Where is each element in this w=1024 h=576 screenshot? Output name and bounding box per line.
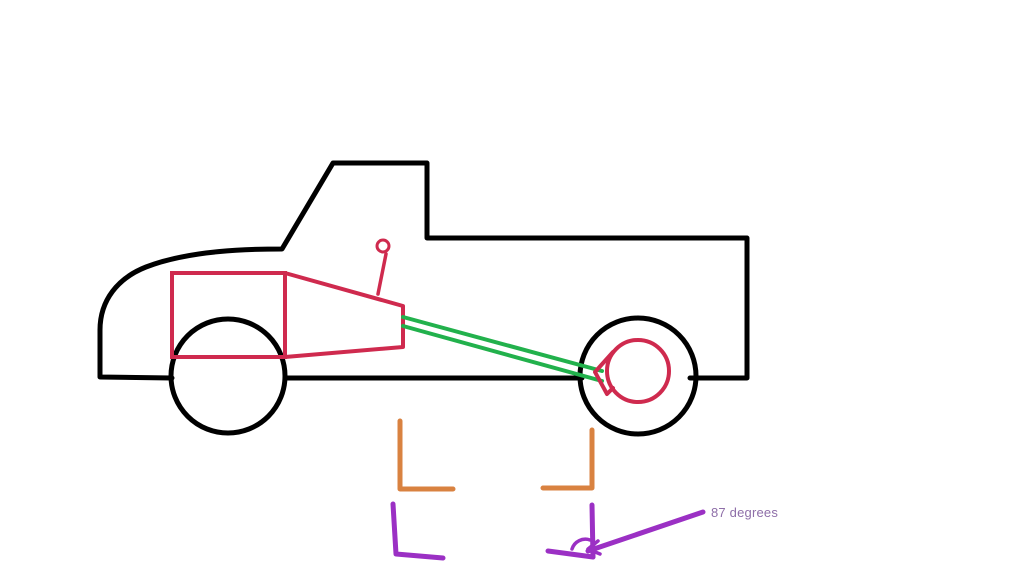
dimension-marker-left — [397, 418, 456, 492]
angle-measurement-label: 87 degrees — [711, 505, 779, 520]
suspension-frame-rectangle — [170, 271, 287, 359]
drive-link-rod-lower — [401, 324, 604, 383]
pickup-truck-body — [97, 160, 750, 381]
angle-arc — [570, 537, 592, 551]
suspension-control-arm — [283, 271, 405, 359]
angle-arrow-head — [586, 539, 602, 556]
angle-reference-horizontal — [545, 548, 596, 560]
angle-marker-left — [390, 501, 446, 561]
angle-measured-ray — [585, 509, 706, 554]
shock-absorber-stick — [376, 252, 388, 296]
dimension-marker-right — [540, 427, 595, 491]
drive-link-rod-upper — [401, 315, 604, 373]
shock-absorber-eye-circle — [375, 238, 391, 254]
rear-hub-circle — [605, 338, 671, 404]
rear-hub-wedge-arrow — [593, 350, 615, 396]
front-wheel — [168, 316, 288, 436]
